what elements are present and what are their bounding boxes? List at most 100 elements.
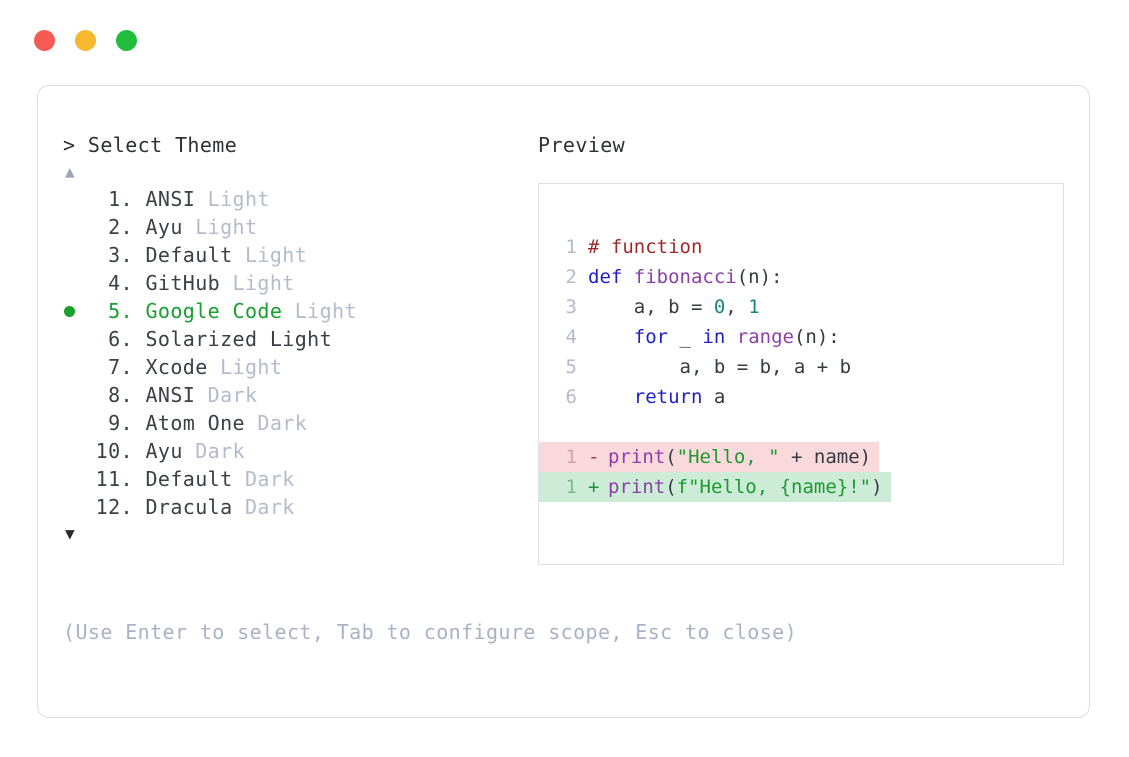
code-token-plain: _ <box>668 326 703 348</box>
theme-item-number: 8. <box>108 383 133 407</box>
code-token-string: "Hello, " <box>676 446 780 468</box>
code-token-func: print <box>608 446 666 468</box>
theme-item-variant: Dark <box>195 383 258 407</box>
theme-item-variant: Light <box>232 243 308 267</box>
code-token-string: f"Hello, {name}!" <box>676 476 872 498</box>
code-token-keyword: for <box>633 326 669 348</box>
theme-item-variant: Light <box>182 215 258 239</box>
code-token-number: 0 <box>713 296 726 318</box>
code-token-punct: (n): <box>736 266 783 288</box>
code-line-text: return a <box>588 382 726 412</box>
code-token-func: fibonacci <box>633 266 737 288</box>
theme-item-number: 10. <box>95 439 133 463</box>
theme-item-variant: Dark <box>232 467 295 491</box>
theme-item-name: GitHub <box>133 271 221 295</box>
code-line-text: # function <box>588 232 702 262</box>
theme-list-item[interactable]: 9. Atom One Dark <box>63 409 533 437</box>
code-token-punct: ( <box>665 446 677 468</box>
prompt-label: > Select Theme <box>63 133 238 157</box>
theme-item-variant: Light <box>195 187 270 211</box>
theme-list-item[interactable]: 5. Google Code Light <box>63 297 533 325</box>
theme-item-number: 5. <box>108 299 133 323</box>
window-traffic-lights <box>34 30 137 51</box>
diff-marker-del: - <box>588 446 600 468</box>
line-number: 6 <box>565 386 577 408</box>
theme-item-name: Solarized Light <box>133 327 333 351</box>
theme-item-number: 9. <box>108 411 133 435</box>
line-number: 3 <box>565 296 577 318</box>
theme-list-item[interactable]: 7. Xcode Light <box>63 353 533 381</box>
theme-item-variant: Dark <box>244 411 308 435</box>
code-token-punct: ) <box>871 476 883 498</box>
theme-list-item[interactable]: 12. Dracula Dark <box>63 493 533 521</box>
code-line-text: print("Hello, " + name) <box>608 442 871 472</box>
diff-line-inner: 1+print(f"Hello, {name}!") <box>539 472 891 502</box>
code-line-text: def fibonacci(n): <box>588 262 782 292</box>
code-token-func: range <box>736 326 794 348</box>
theme-item-number: 6. <box>108 327 133 351</box>
diff-line-inner: 1-print("Hello, " + name) <box>539 442 880 472</box>
theme-item-name: Ayu <box>133 215 183 239</box>
line-number: 1 <box>565 446 577 468</box>
theme-list-item[interactable]: 2. Ayu Light <box>63 213 533 241</box>
code-line: 4 for _ in range(n): <box>539 322 1063 352</box>
maximize-dot[interactable] <box>116 30 137 51</box>
line-number: 5 <box>565 356 577 378</box>
line-number: 2 <box>565 266 577 288</box>
theme-item-name: Google Code <box>133 299 283 323</box>
code-token-keyword: return <box>633 386 703 408</box>
theme-item-name: Atom One <box>133 411 245 435</box>
diff-line-del: 1-print("Hello, " + name) <box>539 442 1063 472</box>
close-dot[interactable] <box>34 30 55 51</box>
theme-item-variant: Dark <box>182 439 245 463</box>
code-token-keyword: def <box>588 266 634 288</box>
theme-item-variant: Light <box>220 271 295 295</box>
code-token-keyword: in <box>702 326 726 348</box>
code-token-punct: ( <box>665 476 677 498</box>
theme-list-item[interactable]: 4. GitHub Light <box>63 269 533 297</box>
code-token-plain: a <box>702 386 726 408</box>
theme-item-variant: Dark <box>232 495 295 519</box>
keyboard-hint: (Use Enter to select, Tab to configure s… <box>63 620 798 644</box>
code-line: 3 a, b = 0, 1 <box>539 292 1063 322</box>
code-line: 5 a, b = b, a + b <box>539 352 1063 382</box>
theme-list-item[interactable]: 11. Default Dark <box>63 465 533 493</box>
theme-item-number: 11. <box>95 467 133 491</box>
code-token-plain <box>725 326 736 348</box>
code-token-func: print <box>608 476 666 498</box>
theme-item-name: Xcode <box>133 355 208 379</box>
theme-item-variant: Light <box>207 355 283 379</box>
theme-item-name: Default <box>133 467 233 491</box>
code-token-plain: a, b = <box>588 296 714 318</box>
code-line-text: a, b = 0, 1 <box>588 292 760 322</box>
code-blank-line <box>539 412 1063 442</box>
minimize-dot[interactable] <box>75 30 96 51</box>
selected-dot <box>64 306 75 317</box>
code-line: 6 return a <box>539 382 1063 412</box>
diff-marker-add: + <box>588 476 600 498</box>
code-token-plain: + name) <box>779 446 872 468</box>
theme-list-item[interactable]: 10. Ayu Dark <box>63 437 533 465</box>
scroll-up-icon[interactable]: ▲ <box>65 162 75 181</box>
code-token-comment: # function <box>588 236 703 258</box>
preview-label: Preview <box>538 133 626 157</box>
theme-list-item[interactable]: 6. Solarized Light <box>63 325 533 353</box>
theme-list-item[interactable]: 3. Default Light <box>63 241 533 269</box>
theme-item-name: ANSI <box>133 383 196 407</box>
theme-item-name: Default <box>133 243 233 267</box>
scroll-down-icon[interactable]: ▼ <box>65 524 75 543</box>
line-number: 4 <box>565 326 577 348</box>
code-token-plain <box>588 326 634 348</box>
theme-list-item[interactable]: 1. ANSI Light <box>63 185 533 213</box>
theme-item-number: 1. <box>108 187 133 211</box>
theme-item-name: Ayu <box>133 439 183 463</box>
theme-list-item[interactable]: 8. ANSI Dark <box>63 381 533 409</box>
code-line-text: for _ in range(n): <box>588 322 840 352</box>
